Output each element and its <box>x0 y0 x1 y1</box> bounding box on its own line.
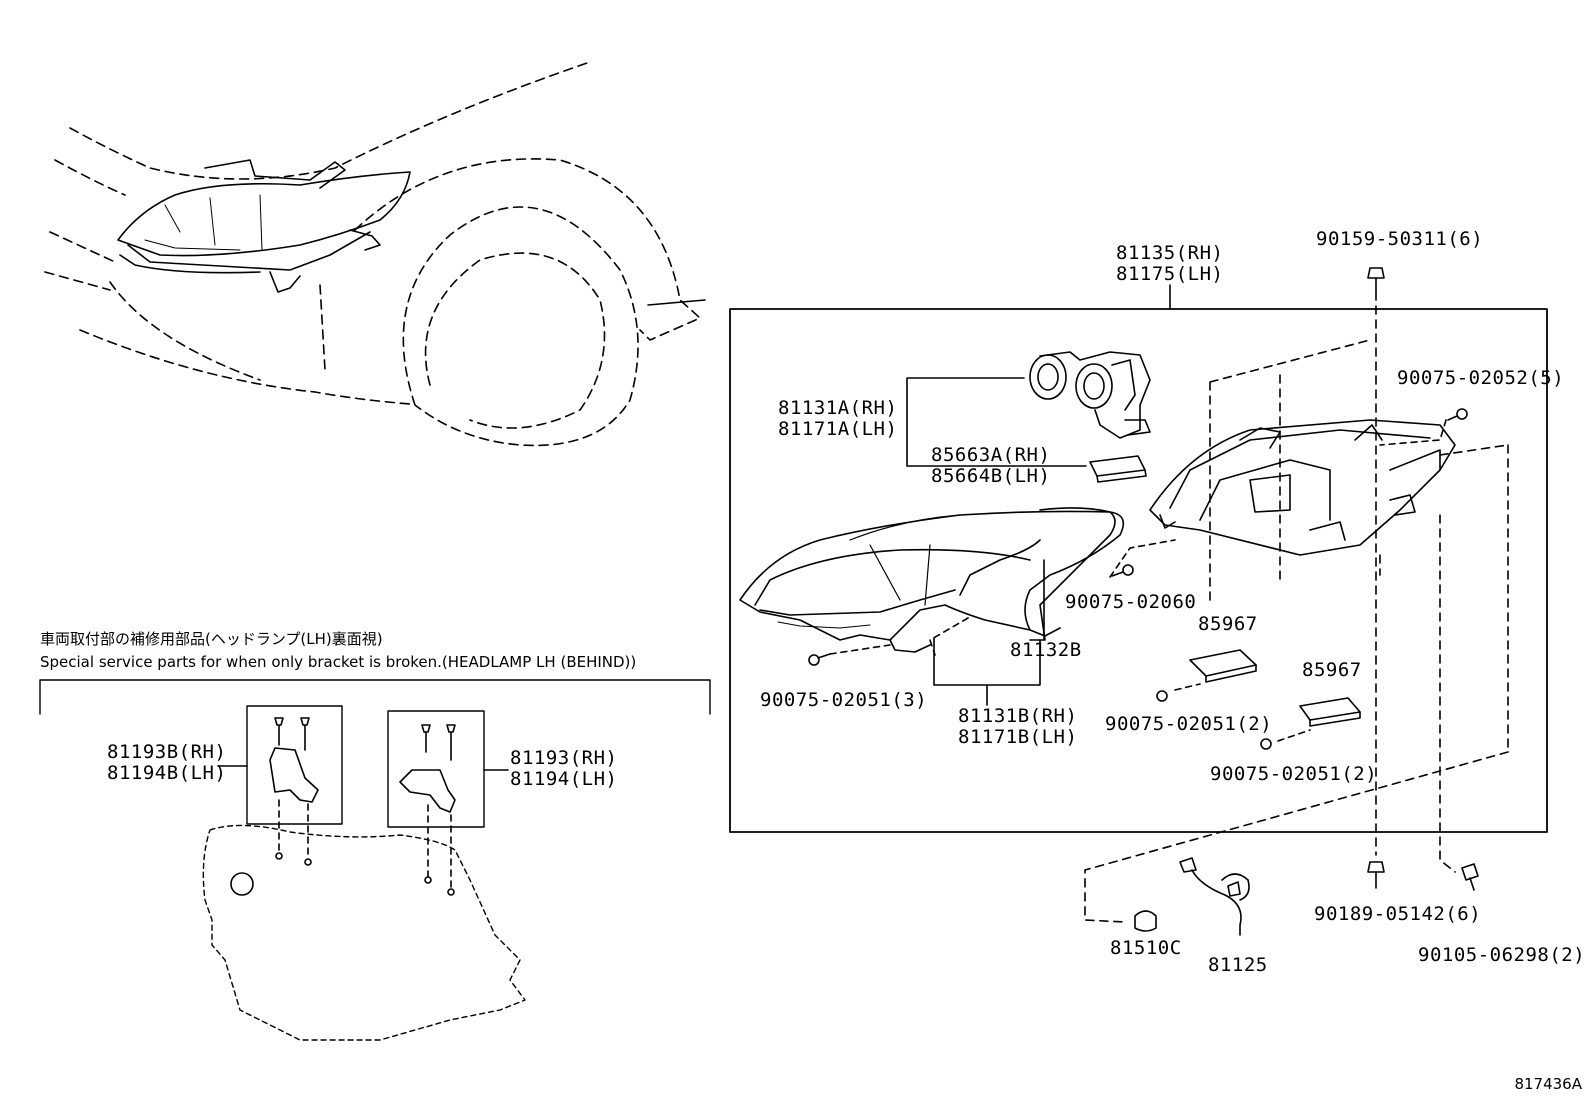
note-english: Special service parts for when only brac… <box>40 653 637 671</box>
bracket-box-81193 <box>387 710 485 828</box>
gasket-81132B <box>1039 507 1116 641</box>
bolt-90159 <box>1367 267 1385 856</box>
label-90159: 90159-50311(6) <box>1316 228 1484 250</box>
wire-harness-81125 <box>1179 857 1250 936</box>
screw-90075-02060 <box>1109 539 1176 578</box>
label-81132B: 81132B <box>1010 639 1082 661</box>
label-81193: 81193(RH) 81194(LH) <box>510 747 618 790</box>
label-85967-b: 85967 <box>1302 659 1362 681</box>
lamp-housing <box>1149 419 1456 556</box>
label-90075-02051-3: 90075-02051(3) <box>760 689 928 711</box>
label-85663: 85663A(RH) 85664B(LH) <box>931 444 1051 487</box>
bolt-90189 <box>1367 861 1385 889</box>
label-90075-02051-2a: 90075-02051(2) <box>1105 713 1273 735</box>
label-81135: 81135(RH) 81175(LH) <box>1116 242 1224 285</box>
figure-id: 817436A <box>1514 1075 1582 1093</box>
control-module-85967-b <box>1260 697 1361 750</box>
label-85967-a: 85967 <box>1198 613 1258 635</box>
screw-90075-02051-3 <box>808 644 891 666</box>
headlamp-assembly-box <box>729 308 1548 833</box>
bracket-81193 <box>399 724 456 896</box>
label-81125: 81125 <box>1208 954 1268 976</box>
label-81193B: 81193B(RH) 81194B(LH) <box>107 741 227 784</box>
label-90075-02052: 90075-02052(5) <box>1397 367 1565 389</box>
label-90075-02060: 90075-02060 <box>1065 591 1197 613</box>
label-90105: 90105-06298(2) <box>1418 944 1586 966</box>
lens-assembly <box>739 510 1125 653</box>
vehicle-front-illustration <box>44 61 706 447</box>
led-module-85663 <box>1089 455 1146 477</box>
label-90189: 90189-05142(6) <box>1314 903 1482 925</box>
projector-unit <box>1029 351 1151 439</box>
label-81510C: 81510C <box>1110 937 1182 959</box>
headlamp-rear-outline <box>202 824 526 1041</box>
note-japanese: 車両取付部の補修用部品(ヘッドランプ(LH)裏面視) <box>40 630 383 648</box>
bracket-81193B <box>269 717 319 866</box>
label-90075-02051-2b: 90075-02051(2) <box>1210 763 1378 785</box>
screw-90075-02052 <box>1379 408 1468 446</box>
control-module-85967-a <box>1156 649 1257 702</box>
bolt-90105 <box>1461 863 1479 891</box>
bulb-81510C <box>1134 910 1157 932</box>
label-81131B: 81131B(RH) 81171B(LH) <box>958 705 1078 748</box>
label-81131A: 81131A(RH) 81171A(LH) <box>778 397 898 440</box>
mounting-hole <box>230 872 254 896</box>
bracket-box-81193B <box>246 705 343 825</box>
